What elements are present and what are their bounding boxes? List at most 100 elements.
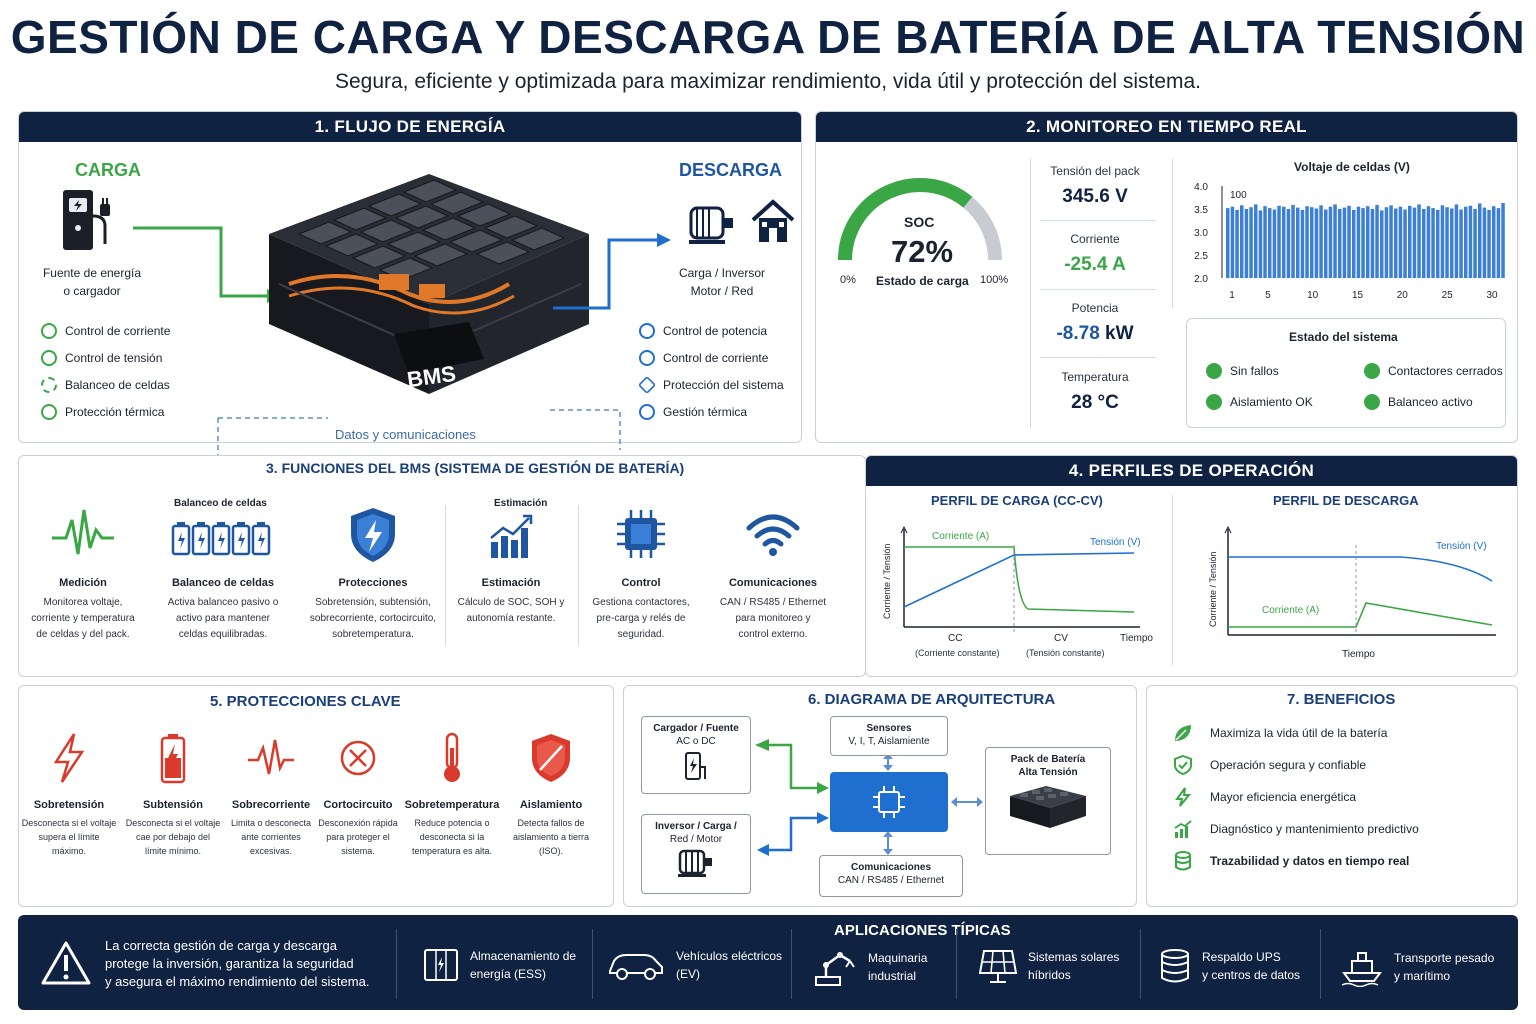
x-axis-label: Tiempo [1342,649,1375,660]
x-tick-label: 20 [1397,290,1409,301]
profile-divider [1172,495,1173,665]
charge-profile-title: PERFIL DE CARGA (CC-CV) [931,493,1103,508]
cell-voltage-bar [1356,206,1361,278]
status-item: Contactores cerrados [1364,357,1503,384]
system-status-box [1186,318,1506,428]
applications-title: APLICACIONES TÍPICAS [834,922,1011,939]
cell-voltage-bar [1431,208,1435,278]
cell-voltage-bar [1422,209,1426,278]
x-tick-label: 1 [1229,290,1235,301]
function-divider [445,505,446,645]
bms-functions-panel [18,455,866,677]
cell-voltage-bar [1314,208,1319,278]
pack-box: Pack de Batería Alta Tensión [985,747,1111,855]
cell-voltage-bar [1300,209,1305,278]
soc-min: 0% [840,274,856,286]
estimation-overlay-label: Estimación [494,498,548,509]
current-legend: Corriente (A) [1262,605,1319,616]
cell-voltage-bar [1478,203,1482,278]
cell-voltage-bar [1254,204,1258,278]
y-tick-label: 3.0 [1194,228,1208,239]
check-icon [1206,362,1222,379]
car-icon [609,954,663,980]
cell-voltage-bar [1454,204,1459,278]
cv-sub-label: (Tensión constante) [1026,648,1105,658]
cells-battery-icon [171,522,271,556]
cancel-circle-icon [340,740,376,776]
benefit-item: Operación segura y confiable [1172,754,1366,776]
soc-max: 100% [980,274,1009,286]
x-axis-label: Tiempo [1120,633,1153,644]
cell-voltage-bar [1501,203,1505,278]
energy-flow-panel: 1. FLUJO DE ENERGÍA CARGA Fuente de ener… [18,111,802,443]
ess-cabinet-icon [424,949,458,981]
metric-divider-left [1030,158,1031,428]
function-protections: Protecciones Sobretensión, subtensión,so… [308,500,438,643]
thermal-management-icon [639,403,655,420]
discharge-label: DESCARGA [679,160,783,180]
metric-temperature: Temperatura 28 °C [1061,370,1129,413]
current-legend: Corriente (A) [932,531,989,542]
benefit-item: Maximiza la vida útil de la batería [1172,722,1387,744]
leaf-icon [1175,725,1191,741]
benefit-item: Trazabilidad y datos en tiempo real [1172,850,1409,872]
pulse-icon [248,739,294,775]
charge-profile-chart: Corriente (A) Tensión (V) Corriente / Te… [882,525,1153,658]
page-title: GESTIÓN DE CARGA Y DESCARGA DE BATERÍA D… [10,11,1526,63]
bms-functions-title: 3. FUNCIONES DEL BMS (SISTEMA DE GESTIÓN… [266,460,685,476]
cell-voltage-bar [1380,210,1384,278]
cell-voltage-bar [1342,207,1347,278]
battery-pack-icon [1010,786,1086,828]
voltage-legend: Tensión (V) [1090,537,1141,548]
cell-voltage-bar [1426,206,1431,278]
list-item: Control de tensión [41,344,170,371]
status-item: Aislamiento OK [1206,388,1313,415]
y-tick-label: 2.5 [1194,251,1208,262]
cell-voltage-bar [1464,206,1468,278]
robot-arm-icon [815,952,855,986]
cell-voltage-bar [1487,209,1491,278]
chart-inner-label: 100 [1230,190,1247,201]
function-cell-balancing: Balanceo de celdas Activa balanceo pasiv… [158,500,288,643]
x-tick-label: 30 [1486,290,1498,301]
shield-check-icon [1174,754,1192,776]
y-axis-label: Corriente / Tensión [1208,552,1218,627]
check-icon [1364,393,1380,410]
metric-separator [1040,357,1156,358]
cell-voltage-bar [1347,205,1351,278]
energy-flow-title: 1. FLUJO DE ENERGÍA [19,112,801,142]
benefit-item: Mayor eficiencia energética [1172,786,1356,808]
charge-label: CARGA [75,160,141,180]
list-item: Gestión térmica [639,398,784,425]
app-ev: Vehículos eléctricos(EV) [606,947,782,983]
cell-voltage-bar [1496,208,1501,278]
operation-profiles-panel: 4. PERFILES DE OPERACIÓN [865,455,1518,677]
ship-icon [1341,952,1382,987]
current-series-line [904,546,1135,613]
sensors-box: Sensores V, I, T, Aislamiente [830,716,948,756]
bms-chip-icon [873,786,905,818]
list-item: Control de corriente [639,344,784,371]
heartbeat-icon [52,509,114,555]
inverter-box: Inversor / Carga / Red / Motor [641,814,751,894]
solar-panel-icon [978,950,1018,983]
chip-icon [617,510,665,558]
cell-voltage-bar [1398,206,1403,278]
discharge-control-list: Control de potencia Control de corriente… [637,317,784,425]
system-protection-icon [637,375,657,394]
cell-voltage-bar [1286,209,1291,278]
cell-voltage-bar [1394,208,1398,278]
soc-caption: Estado de carga [876,274,969,288]
battery-icon [160,734,186,784]
cell-voltage-bar [1244,209,1249,278]
footer-note: La correcta gestión de carga y descarga … [105,938,370,989]
